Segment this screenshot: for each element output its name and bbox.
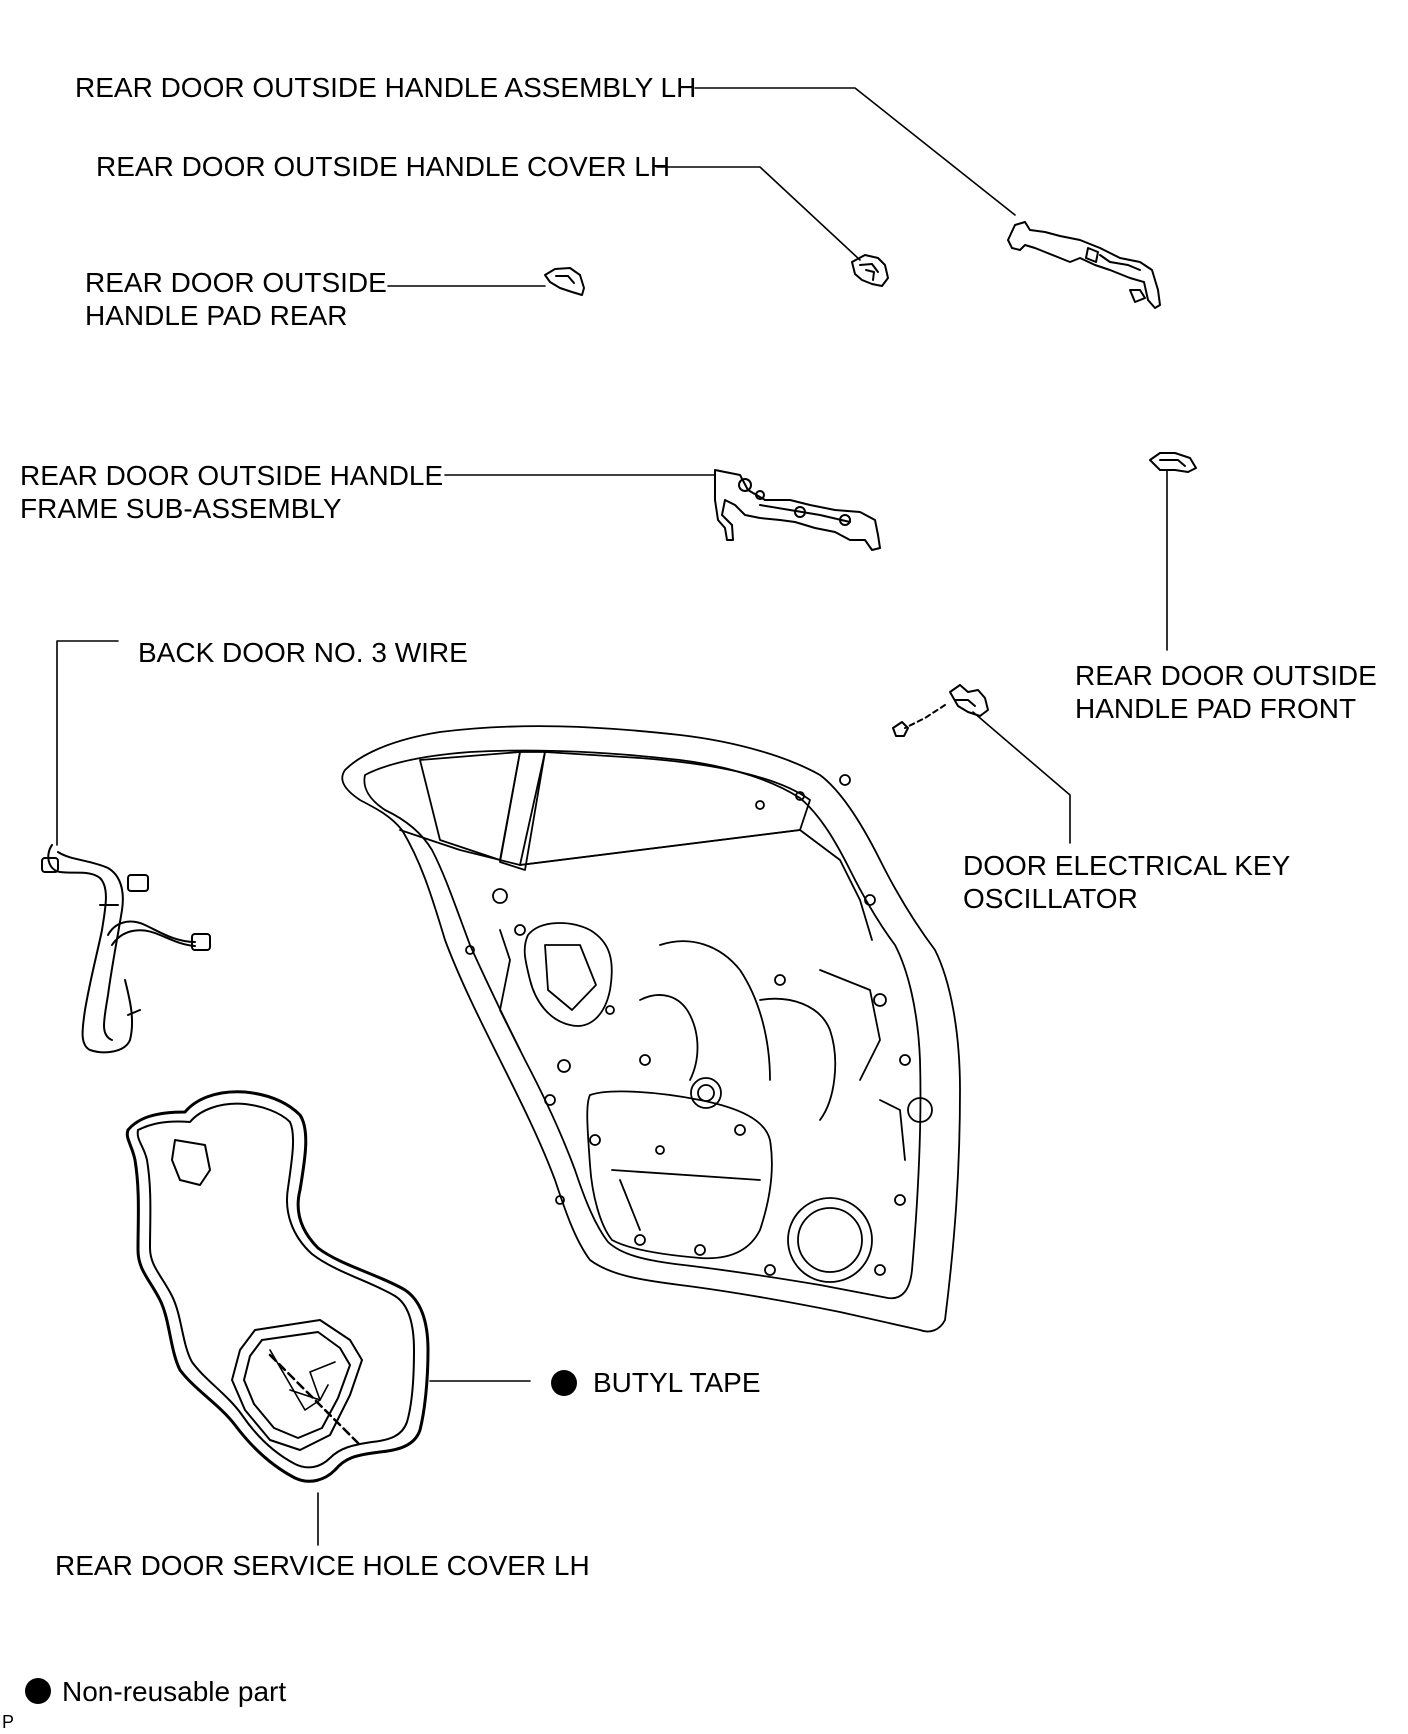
leader-wire [56,640,119,846]
label-frame-line-1: REAR DOOR OUTSIDE HANDLE [20,460,444,491]
label-service-hole-cover: REAR DOOR SERVICE HOLE COVER LH [55,1550,590,1581]
label-pad-rear-line-1: REAR DOOR OUTSIDE [85,267,387,298]
pad-front-part [1149,452,1197,473]
handle-assembly-part [1007,221,1161,309]
butyl-tape-dot-icon [551,1370,577,1396]
label-key-oscillator-line-2: OSCILLATOR [963,883,1138,914]
label-key-oscillator: DOOR ELECTRICAL KEY OSCILLATOR [963,849,1290,915]
back-door-wire-part [41,844,211,1054]
label-back-door-wire: BACK DOOR NO. 3 WIRE [138,637,468,668]
leader-handle-cover [656,166,861,261]
label-handle-assembly: REAR DOOR OUTSIDE HANDLE ASSEMBLY LH [75,72,697,103]
label-pad-rear-line-2: HANDLE PAD REAR [85,300,348,331]
label-frame-sub-assembly: REAR DOOR OUTSIDE HANDLE FRAME SUB-ASSEM… [20,459,443,525]
key-oscillator-part [892,684,989,737]
label-key-oscillator-line-1: DOOR ELECTRICAL KEY [963,850,1291,881]
label-pad-front: REAR DOOR OUTSIDE HANDLE PAD FRONT [1075,659,1377,725]
legend-text: Non-reusable part [62,1676,287,1707]
leader-lines [56,87,1168,1546]
handle-cover-part [851,254,889,287]
label-handle-cover: REAR DOOR OUTSIDE HANDLE COVER LH [96,151,671,182]
non-reusable-dot-icon [25,1678,51,1704]
label-frame-line-2: FRAME SUB-ASSEMBLY [20,493,342,524]
service-hole-cover-part [125,1090,430,1483]
corner-mark: P [2,1712,15,1732]
leader-handle-assembly [694,87,1016,216]
label-pad-front-line-2: HANDLE PAD FRONT [1075,693,1357,724]
label-butyl-tape: BUTYL TAPE [593,1367,761,1398]
door-panel-part [341,725,961,1333]
leader-key-oscillator [972,711,1071,844]
frame-sub-assembly-part [714,469,881,551]
pad-rear-part [544,267,585,296]
label-pad-front-line-1: REAR DOOR OUTSIDE [1075,660,1377,691]
label-pad-rear: REAR DOOR OUTSIDE HANDLE PAD REAR [85,266,387,332]
